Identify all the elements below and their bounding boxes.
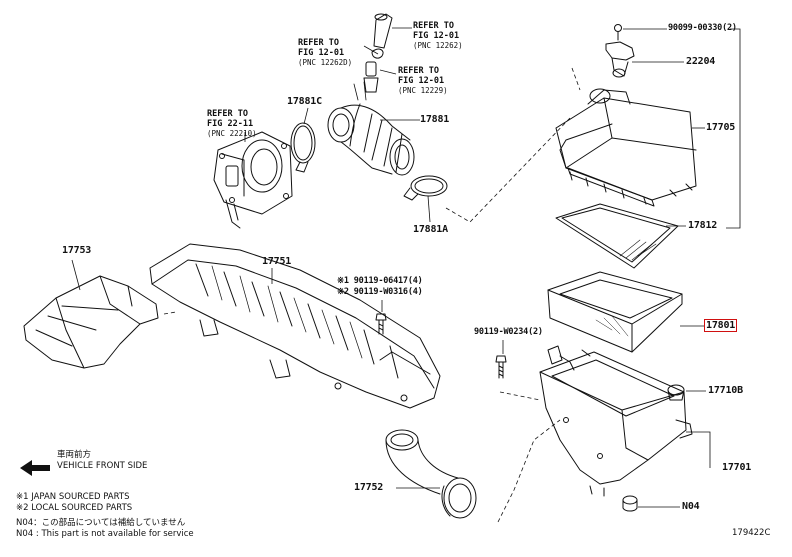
dashed-bolt-to-case	[499, 391, 541, 401]
note-local-sourced: ※2 LOCAL SOURCED PARTS	[16, 503, 133, 513]
throttle-body-drawing	[213, 131, 293, 229]
vehicle-front-label-en: VEHICLE FRONT SIDE	[57, 461, 148, 471]
part-number-90119-W0234[interactable]: 90119-W0234(2)	[474, 327, 543, 337]
part-number-90099-00330[interactable]: 90099-00330(2)	[668, 23, 737, 33]
ref-line: FIG 12-01	[413, 31, 460, 41]
dashed-hose-to-cap	[445, 117, 571, 223]
part-number-90119-06417[interactable]: ※1 90119-06417(4)	[337, 276, 423, 286]
dashed-duct-link	[163, 311, 177, 315]
mass-air-flow-sensor-22204-drawing	[605, 41, 635, 78]
inlet-duct-17753-drawing	[23, 275, 159, 369]
part-number-22204[interactable]: 22204	[686, 56, 716, 67]
intake-hose-17881-drawing	[327, 81, 415, 176]
bolt-90119-W0234-drawing	[495, 355, 507, 379]
clamp-17881C-drawing	[290, 122, 316, 173]
ref-label-fig22-11: REFER TO FIG 22-11 (PNC 22210)	[207, 109, 257, 139]
ref-line: (PNC 22210)	[207, 129, 257, 138]
gasket-17812-drawing	[555, 203, 679, 269]
air-cleaner-cap-17705-drawing	[555, 88, 697, 207]
note-n04-en: N04 : This part is not available for ser…	[16, 529, 194, 539]
vehicle-front-label-jp: 車両前方	[57, 450, 92, 460]
dashed-cap-top	[571, 67, 581, 91]
air-cleaner-case-17701-drawing	[539, 345, 693, 497]
note-n04-jp: N04：この部品については補給していません	[16, 518, 186, 528]
figure-id: 179422C	[732, 528, 771, 538]
ref-line: FIG 22-11	[207, 119, 254, 129]
part-number-17753[interactable]: 17753	[62, 245, 92, 256]
bolt-90119-center-drawing	[375, 313, 387, 335]
ref-line: (PNC 12262D)	[298, 58, 353, 67]
hose-17752-drawing	[385, 429, 477, 519]
ref-line: REFER TO	[413, 21, 454, 31]
ref-line: (PNC 12262)	[413, 41, 463, 50]
ref-line: REFER TO	[398, 66, 439, 76]
air-filter-17801-drawing	[547, 271, 683, 353]
part-number-17752[interactable]: 17752	[354, 482, 384, 493]
part-number-90119-W0316[interactable]: ※2 90119-W0316(4)	[337, 287, 423, 297]
part-N04-drawing	[622, 495, 638, 512]
part-number-17881A[interactable]: 17881A	[413, 224, 448, 235]
ref-label-fig12-01-b: REFER TO FIG 12-01 (PNC 12262D)	[298, 38, 352, 68]
part-number-17701[interactable]: 17701	[722, 462, 752, 473]
leader-17701	[686, 431, 711, 468]
bracket-right	[726, 28, 741, 229]
part-number-N04[interactable]: N04	[682, 501, 700, 512]
part-number-17881C[interactable]: 17881C	[287, 96, 322, 107]
leader-ref3	[379, 69, 397, 75]
note-japan-sourced: ※1 JAPAN SOURCED PARTS	[16, 492, 130, 502]
leader-17881C	[303, 107, 309, 125]
part-number-17812[interactable]: 17812	[688, 220, 718, 231]
part-number-17881[interactable]: 17881	[420, 114, 450, 125]
ref-line: FIG 12-01	[298, 48, 345, 58]
leader-17881A	[427, 195, 431, 223]
vehicle-front-arrow-icon	[20, 460, 50, 476]
ref-line: FIG 12-01	[398, 76, 445, 86]
part-number-17751[interactable]: 17751	[262, 256, 292, 267]
ref-label-fig12-01-c: REFER TO FIG 12-01 (PNC 12229)	[398, 66, 448, 96]
part-number-17710B[interactable]: 17710B	[708, 385, 743, 396]
leader-17753	[71, 259, 81, 291]
dashed-hose-to-case	[497, 419, 561, 523]
ref-line: REFER TO	[207, 109, 248, 119]
ref-line: REFER TO	[298, 38, 339, 48]
clamp-17881A-drawing	[403, 175, 448, 201]
breather-tube-drawing	[363, 13, 393, 93]
part-number-17705[interactable]: 17705	[706, 122, 736, 133]
part-number-17801-highlighted[interactable]: 17801	[703, 319, 738, 332]
leader-ref2	[363, 45, 379, 55]
ref-label-fig12-01-a: REFER TO FIG 12-01 (PNC 12262)	[413, 21, 463, 51]
ref-line: (PNC 12229)	[398, 86, 448, 95]
screw-90099-drawing	[614, 24, 622, 41]
air-duct-17751-drawing	[149, 243, 441, 409]
grommet-17710B-drawing	[667, 384, 685, 401]
